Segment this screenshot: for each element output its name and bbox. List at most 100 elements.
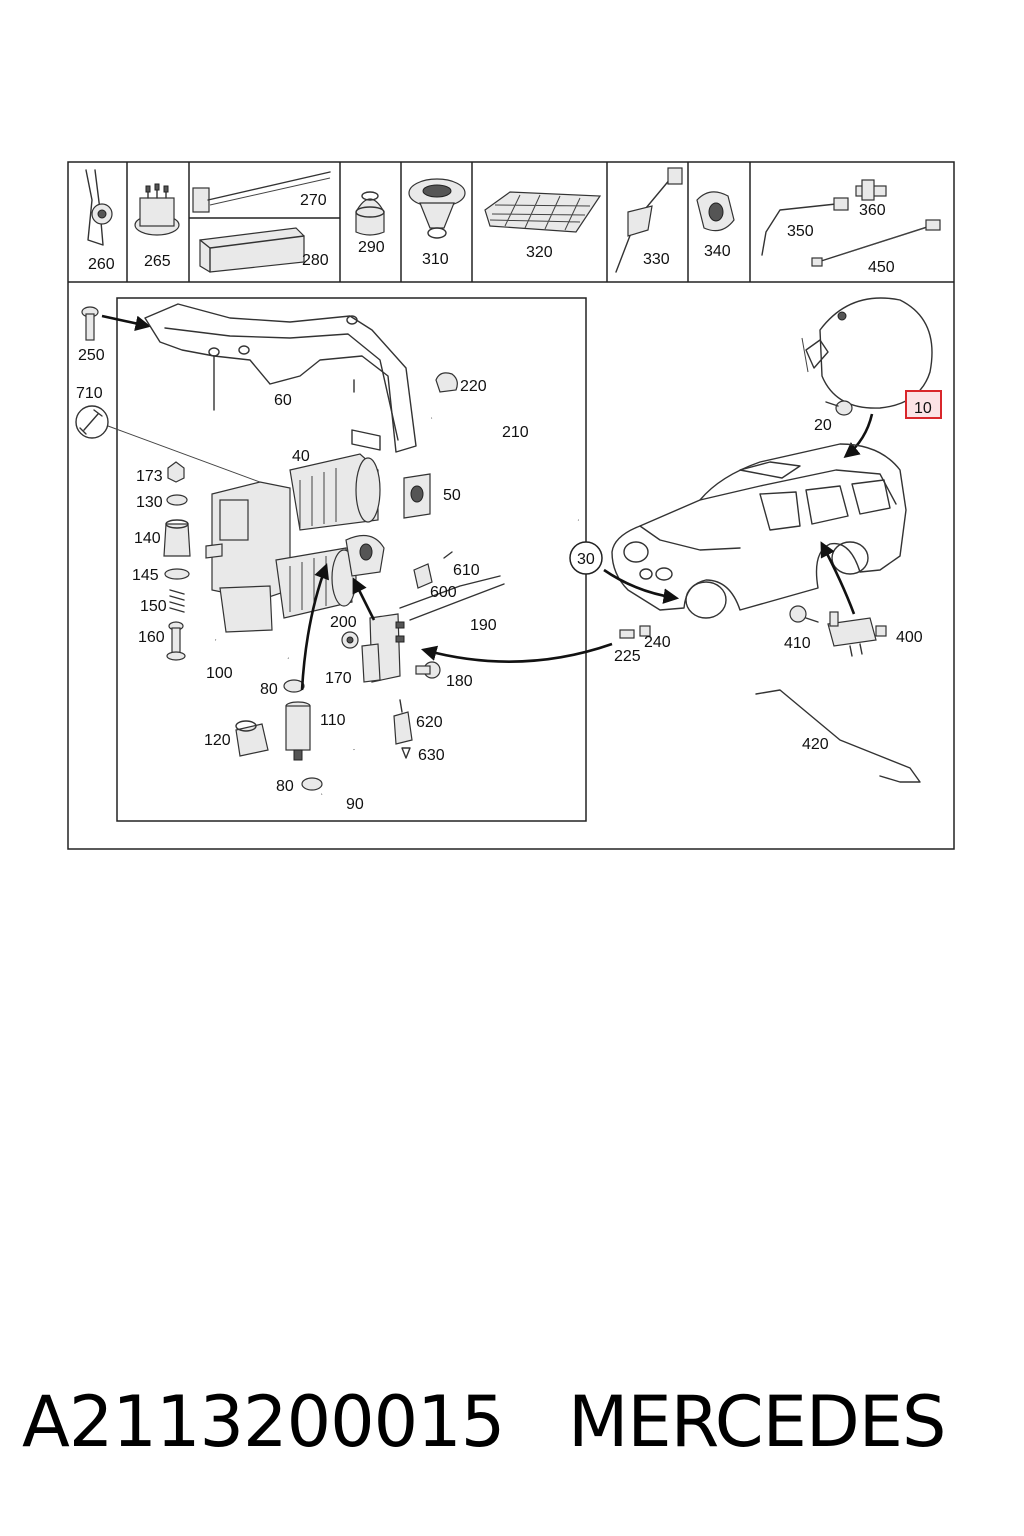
part-80-clamp-b — [301, 777, 323, 791]
label-330: 330 — [643, 251, 670, 268]
label-320: 320 — [526, 244, 553, 261]
label-340: 340 — [704, 243, 731, 260]
part-420-line — [755, 689, 921, 783]
label-260: 260 — [88, 256, 115, 273]
label-130: 130 — [136, 494, 163, 511]
header-labels: 260 265 270 280 290 310 320 330 340 350 … — [88, 192, 895, 276]
part-280-edge-protector — [199, 227, 305, 273]
label-210: 210 — [502, 424, 529, 441]
label-290: 290 — [358, 239, 385, 256]
header-row-cells — [126, 162, 751, 282]
vehicle-labels: 20 10 30 240 225 410 400 420 — [577, 400, 932, 753]
label-30: 30 — [577, 551, 595, 568]
label-410: 410 — [784, 635, 811, 652]
part-180-screw — [415, 661, 441, 679]
arrow-reservoir — [843, 413, 874, 458]
label-220: 220 — [460, 378, 487, 395]
part-350-rod — [761, 197, 849, 256]
part-320-filter-mat — [484, 191, 602, 233]
part-250-bolt — [81, 306, 99, 341]
label-20: 20 — [814, 417, 832, 434]
brand-name: MERCEDES — [568, 1381, 946, 1463]
label-90: 90 — [346, 796, 364, 813]
compressor-group-labels: 250 60 220 210 710 40 173 130 50 140 145… — [76, 347, 529, 813]
leader-710 — [107, 425, 277, 489]
label-120: 120 — [204, 732, 231, 749]
diagram-frame — [67, 161, 955, 850]
label-265: 265 — [144, 253, 171, 270]
highlight-box-10 — [905, 390, 942, 419]
label-280: 280 — [302, 252, 329, 269]
part-10-reservoir — [801, 297, 933, 409]
label-225: 225 — [614, 648, 641, 665]
label-200: 200 — [330, 614, 357, 631]
part-400-sensor-block — [827, 611, 887, 657]
label-710: 710 — [76, 385, 103, 402]
label-610: 610 — [453, 562, 480, 579]
part-100-hose — [215, 637, 290, 661]
part-40-compressor — [205, 453, 381, 633]
part-50-filter — [403, 473, 431, 519]
arrow-400 — [820, 541, 856, 615]
part-80-clamp-a — [283, 679, 305, 693]
label-310: 310 — [422, 251, 449, 268]
part-265-connector — [134, 183, 180, 236]
part-200-washer — [341, 631, 359, 649]
part-190-pipe — [399, 575, 505, 621]
part-260-clip — [85, 169, 113, 246]
label-100: 100 — [206, 665, 233, 682]
label-450: 450 — [868, 259, 895, 276]
part-225-240-fittings — [619, 625, 651, 639]
label-140: 140 — [134, 530, 161, 547]
part-30-callout-circle — [569, 541, 603, 575]
part-20-bolt — [825, 400, 853, 416]
part-450-threaded-rod — [811, 219, 941, 267]
part-310-grommet — [408, 178, 466, 239]
label-60: 60 — [274, 392, 292, 409]
part-270-cable-tie — [192, 171, 331, 213]
label-360: 360 — [859, 202, 886, 219]
label-173: 173 — [136, 468, 163, 485]
part-330-holder — [615, 167, 683, 273]
label-80-a: 80 — [260, 681, 278, 698]
label-600: 600 — [430, 584, 457, 601]
part-630-pin — [401, 747, 411, 759]
part-410-bolt — [789, 605, 819, 623]
label-620: 620 — [416, 714, 443, 731]
arrow-compressor-up — [300, 563, 329, 691]
part-120-mount — [235, 720, 269, 757]
arrow-170-up — [352, 577, 376, 621]
label-250: 250 — [78, 347, 105, 364]
footer-title: A2113200015 MERCEDES — [22, 1372, 1012, 1472]
label-50: 50 — [443, 487, 461, 504]
part-60-bracket — [144, 303, 417, 453]
part-210-hose — [431, 412, 579, 524]
arrow-30 — [603, 568, 680, 604]
part-220-clamp — [435, 372, 458, 393]
label-190: 190 — [470, 617, 497, 634]
label-170: 170 — [325, 670, 352, 687]
label-80-b: 80 — [276, 778, 294, 795]
label-270: 270 — [300, 192, 327, 209]
part-710-tool-icon — [75, 405, 109, 439]
label-420: 420 — [802, 736, 829, 753]
label-110: 110 — [320, 712, 346, 729]
fastener-stack — [163, 461, 191, 661]
part-170-valve-block — [361, 613, 405, 683]
arrow-250 — [101, 314, 152, 331]
footer-gap — [504, 1381, 568, 1463]
part-sensor — [345, 534, 385, 577]
label-40: 40 — [292, 448, 310, 465]
label-145: 145 — [132, 567, 159, 584]
arrow-to-valve-block — [420, 642, 613, 663]
part-number: A2113200015 — [22, 1381, 505, 1463]
part-360-fitting — [855, 179, 887, 201]
label-10: 10 — [914, 400, 932, 417]
part-620-plug — [393, 699, 413, 745]
label-160: 160 — [138, 629, 165, 646]
vehicle-outline — [611, 443, 907, 619]
label-350: 350 — [787, 223, 814, 240]
label-400: 400 — [896, 629, 923, 646]
part-290-rubber-mount — [355, 191, 385, 236]
